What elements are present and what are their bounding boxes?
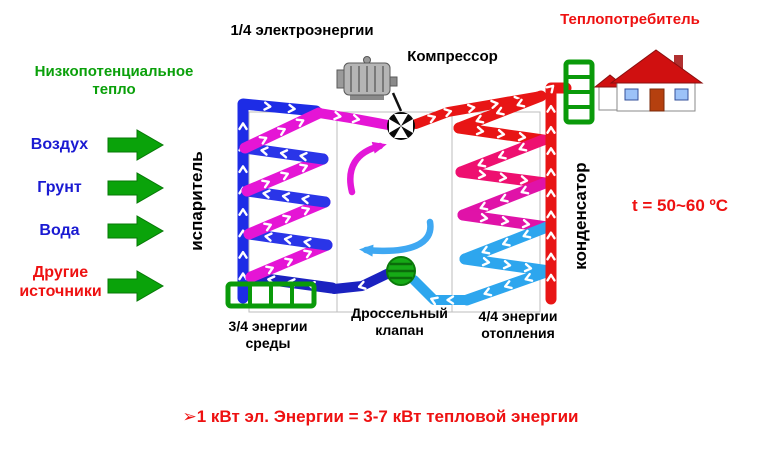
house-window: [624, 88, 639, 101]
compressor-icon: [387, 112, 415, 140]
evaporator-coil-strand: [243, 196, 331, 240]
house-roof: [609, 49, 704, 84]
condenser-coil-strand: [457, 177, 551, 221]
source-arrow-icon: [107, 270, 165, 302]
radiator-icon: [563, 59, 595, 125]
source-arrow-icon: [107, 129, 165, 161]
compressor-blade: [389, 119, 401, 133]
motor-cap: [336, 69, 345, 89]
evaporator-label: испаритель: [186, 151, 206, 251]
efficiency-formula-label: ➢1 кВт эл. Энергии = 3-7 кВт тепловой эн…: [182, 407, 579, 426]
evaporator-top-pipe: [237, 98, 322, 117]
valve-to-evaporator-pipe: [329, 268, 394, 294]
source-label-ground: Грунт: [37, 179, 82, 196]
evaporator-coil-strand: [243, 228, 333, 251]
condenser-coil-strand: [457, 209, 553, 233]
compressor-blade: [401, 119, 413, 133]
condenser-label: конденсатор: [570, 162, 590, 270]
throttle-valve-icon: [386, 256, 416, 286]
cycle-arrow-up-icon: [347, 141, 387, 196]
condenser-to-valve-pipe: [409, 275, 472, 306]
source-arrow-icon: [107, 172, 165, 204]
heating-share-label: 4/4 энергии отопления: [478, 308, 558, 341]
motor-compressor-link: [391, 92, 403, 112]
heat-source-arrows: [107, 129, 165, 302]
condenser-coil-strand: [453, 90, 547, 134]
cycle-arrow-down-icon: [359, 218, 434, 257]
house-icon: [593, 49, 704, 112]
low-potential-heat-label: Низкопотенциальное тепло: [34, 63, 194, 98]
compressor-blade: [394, 114, 408, 126]
evaporator-to-compressor-pipe: [314, 108, 393, 130]
temperature-label: t = 50~60 ºС: [632, 196, 728, 215]
motor-base: [350, 95, 384, 100]
evaporator-coil-strand: [239, 142, 329, 165]
throttle-valve-label: Дроссельный клапан: [351, 305, 448, 338]
source-heat-exchanger-icon: [225, 281, 317, 309]
motor-bolt: [363, 56, 371, 64]
condenser-coil-strand: [455, 166, 551, 189]
condenser-coil: [409, 82, 572, 306]
compressor-label: Компрессор: [407, 48, 498, 65]
source-arrow-icon: [107, 215, 165, 247]
condenser-coil-strand: [453, 122, 549, 146]
electric-energy-label: 1/4 электроэнергии: [230, 22, 374, 39]
evaporator-coil-strand: [241, 153, 329, 197]
evaporator-coil-strand: [245, 239, 333, 283]
condenser-coil-strand: [459, 221, 553, 265]
motor-icon: [336, 56, 403, 112]
source-label-water: Вода: [39, 222, 80, 239]
condenser-coil-strand: [461, 265, 555, 306]
condenser-coil-strand: [455, 134, 549, 178]
house-chimney: [674, 55, 683, 72]
heating-riser-pipe: [545, 82, 572, 305]
house-door: [649, 88, 665, 112]
heat-consumer-label: Теплопотребитель: [560, 11, 700, 28]
energy-source-share-label: 3/4 энергии среды: [228, 318, 308, 351]
house-window: [674, 88, 689, 101]
refrigerant-cycle-arrows: [347, 141, 434, 257]
motor-shaft: [389, 76, 398, 87]
source-label-air: Воздух: [30, 136, 89, 153]
evaporator-coil-strand: [239, 107, 325, 154]
evaporator-coil-strand: [241, 185, 331, 208]
compressor-blade: [394, 126, 408, 138]
condenser-coil-strand: [459, 253, 555, 277]
source-label-other: Другие источники: [19, 264, 102, 300]
